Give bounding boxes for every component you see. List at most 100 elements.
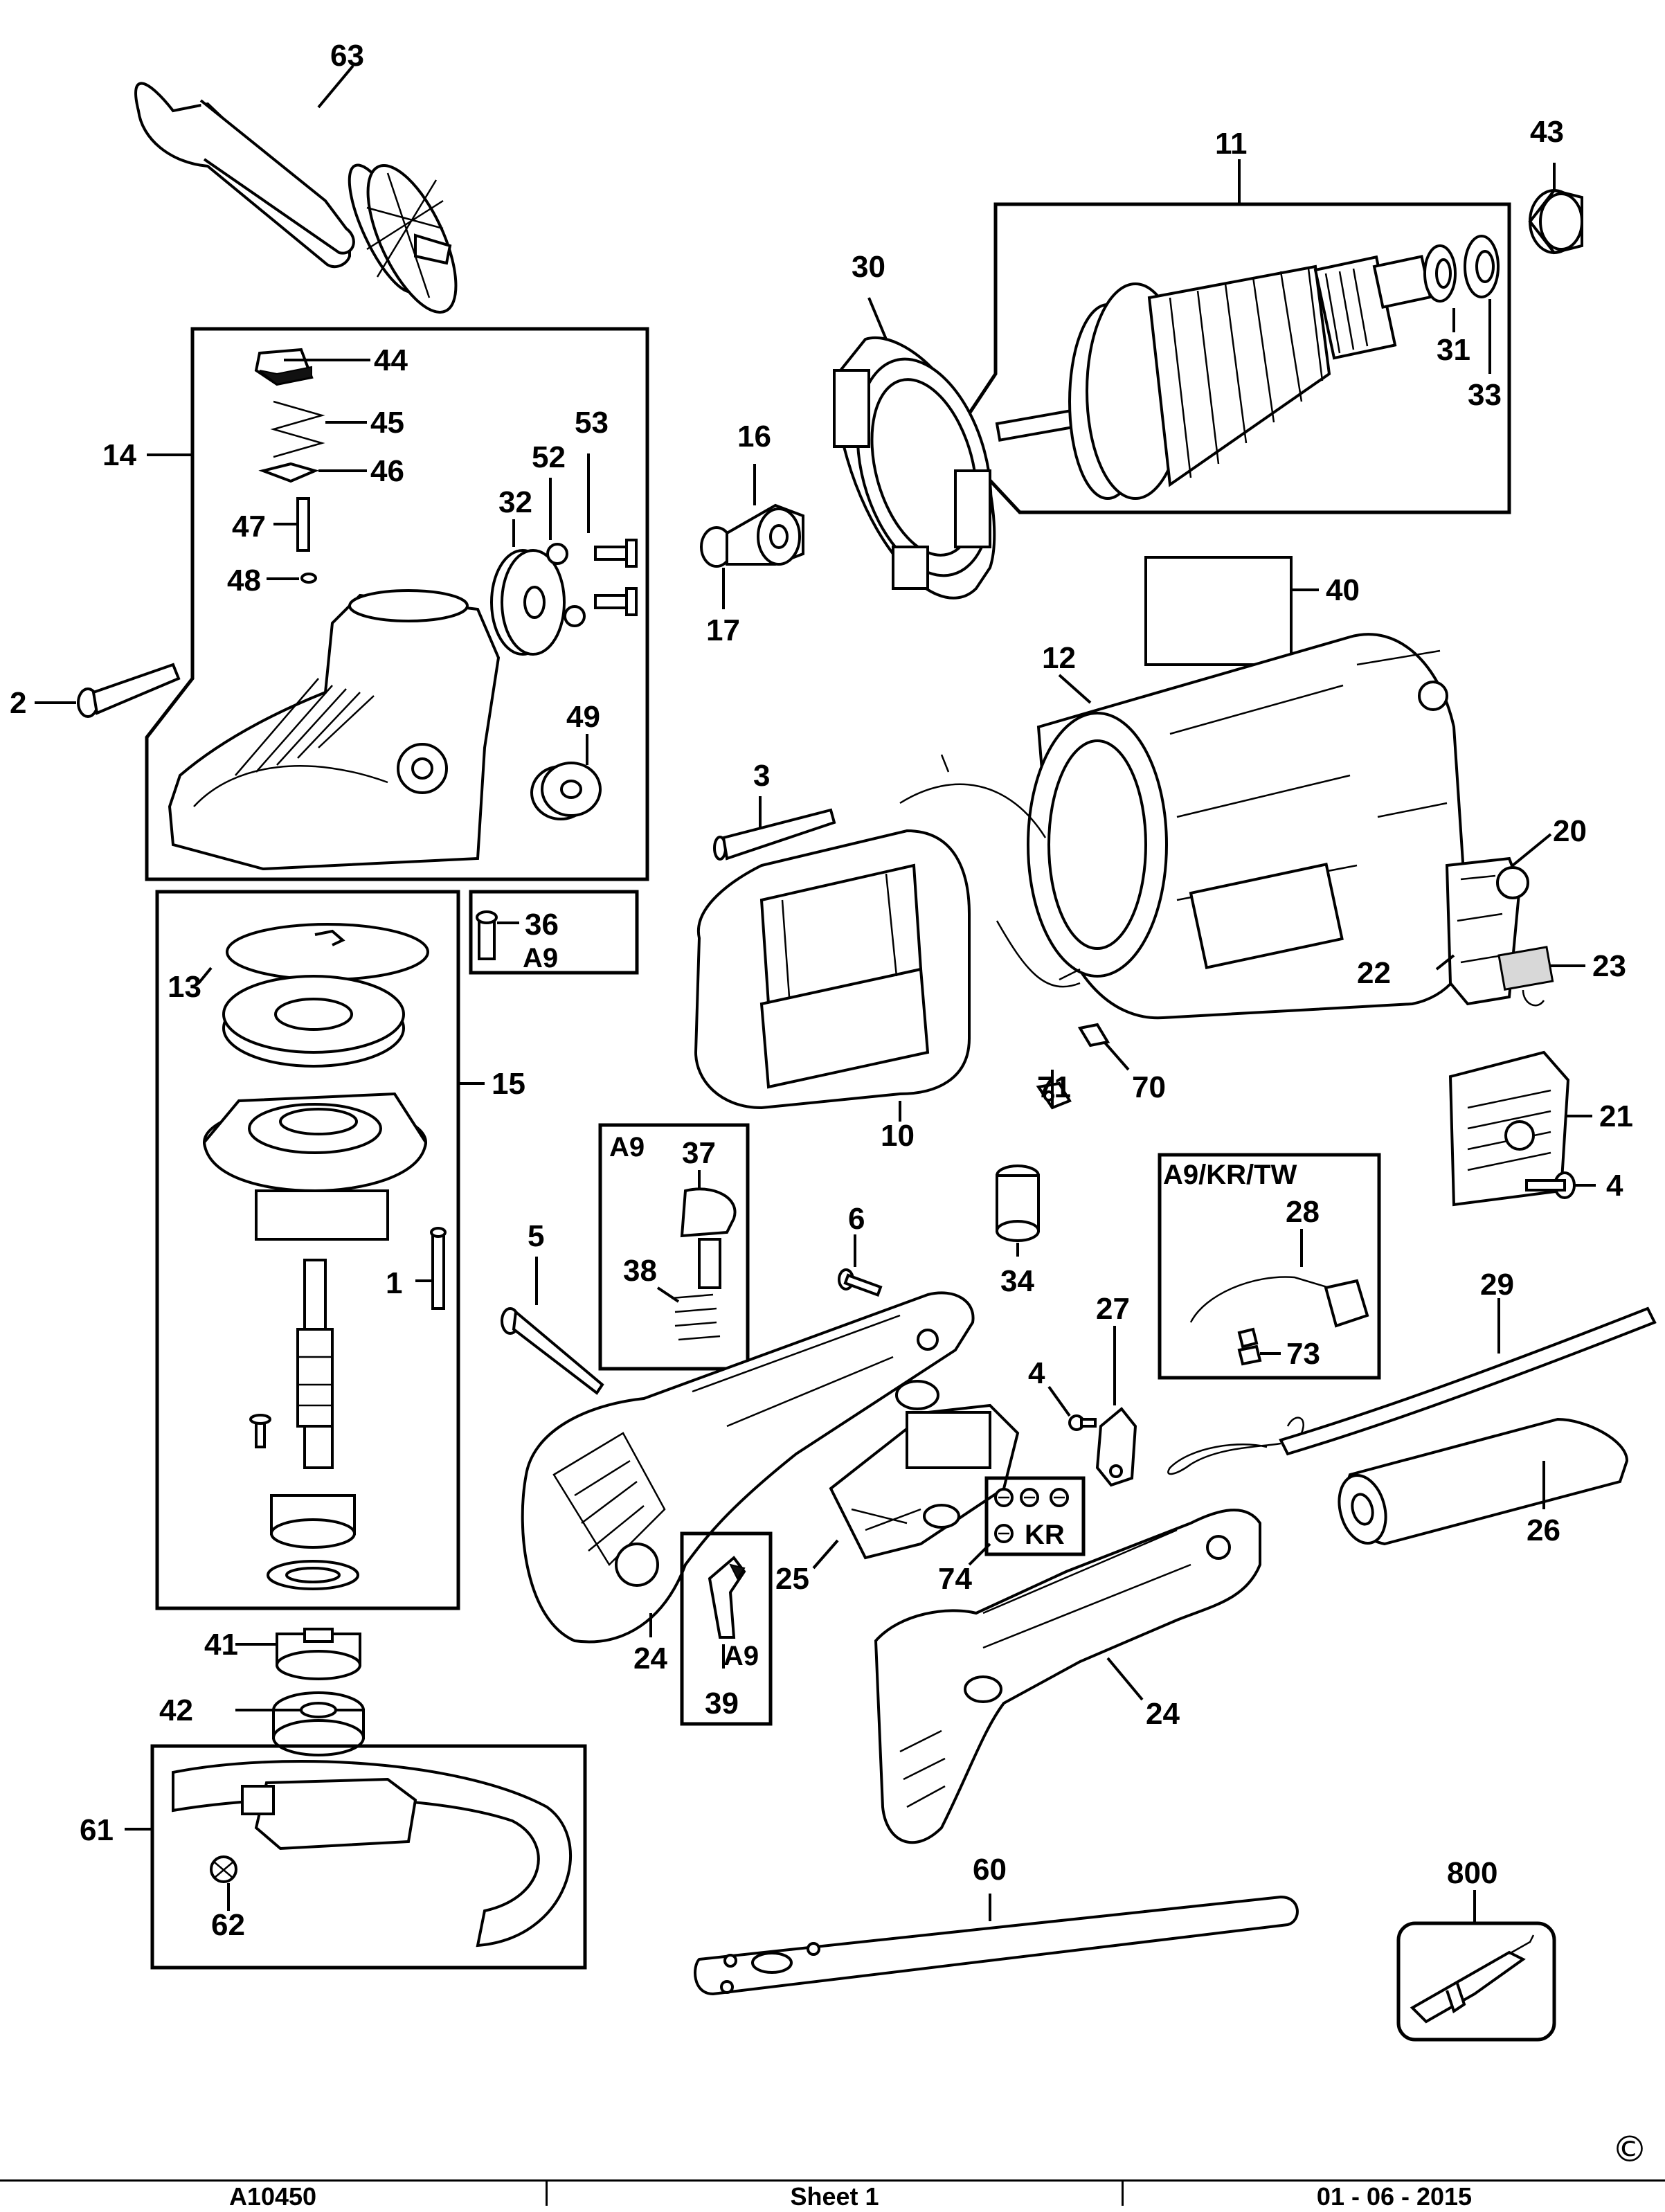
- part-label-28: 28: [1286, 1195, 1320, 1229]
- armature-group-box: [949, 202, 1511, 514]
- gear-case-group-box: [145, 327, 649, 881]
- part-label-49: 49: [566, 700, 600, 734]
- part-label-4-right: 4: [1606, 1169, 1623, 1203]
- collar-16-17-drawing: [700, 503, 804, 568]
- rod-3-drawing: [713, 808, 836, 861]
- guard-drawing: [172, 1760, 572, 1948]
- part-label-13: 13: [168, 970, 201, 1004]
- tag-a9-39: A9: [723, 1641, 759, 1671]
- part-label-40: 40: [1326, 573, 1360, 607]
- part-label-24-right: 24: [1146, 1697, 1180, 1731]
- field-stator-drawing: [694, 754, 1081, 1110]
- screw-6-drawing: [838, 1268, 883, 1297]
- part-label-32: 32: [498, 485, 532, 519]
- end-cap-drawing: [1448, 1050, 1570, 1207]
- bearing-43-drawing: [1528, 188, 1583, 255]
- part-label-62: 62: [211, 1908, 245, 1942]
- part-label-4-middle: 4: [1028, 1356, 1045, 1390]
- part-label-71: 71: [1037, 1070, 1071, 1104]
- part-label-45: 45: [370, 406, 404, 440]
- part-label-43: 43: [1530, 115, 1564, 149]
- footer-divider: [546, 2182, 548, 2206]
- part-label-3: 3: [753, 759, 770, 793]
- switch-25-drawing: [829, 1403, 1020, 1560]
- bearing-plate-drawing: [833, 336, 996, 600]
- a9-switch-box: [598, 1123, 750, 1371]
- tool-800-box: [1396, 1921, 1556, 2042]
- spindle-group-box: [155, 890, 460, 1610]
- part-label-42: 42: [159, 1693, 193, 1727]
- armature-drawing: [995, 235, 1500, 500]
- screw-4-right-drawing: [1525, 1171, 1576, 1199]
- part-label-37: 37: [682, 1136, 716, 1170]
- lever-39-drawing: [708, 1556, 746, 1639]
- part-label-33: 33: [1468, 378, 1502, 412]
- handle-half-right-drawing: [874, 1509, 1261, 1844]
- part-label-61: 61: [80, 1813, 114, 1847]
- kr-screws-drawing: [994, 1488, 1069, 1543]
- rod-5-drawing: [501, 1307, 604, 1395]
- part-label-11: 11: [1215, 127, 1248, 161]
- footer-sheet: Sheet 1: [790, 2182, 879, 2211]
- part-label-5: 5: [528, 1219, 544, 1253]
- part-label-70: 70: [1132, 1070, 1166, 1104]
- nut-41-drawing: [276, 1628, 361, 1680]
- tag-a9-37: A9: [609, 1132, 645, 1162]
- part-label-15: 15: [492, 1067, 525, 1101]
- footer-divider: [1122, 2182, 1124, 2206]
- part-label-24-left: 24: [633, 1642, 667, 1675]
- wire-28-73-drawing: [1189, 1276, 1369, 1366]
- part-label-44: 44: [374, 343, 408, 377]
- part-label-74: 74: [938, 1562, 972, 1596]
- screw-36-drawing: [476, 910, 498, 960]
- screw-4-middle-drawing: [1068, 1414, 1097, 1431]
- part-label-31: 31: [1437, 333, 1470, 367]
- spindle-drawing: [202, 923, 447, 1590]
- tag-a9-kr-tw: A9/KR/TW: [1163, 1160, 1297, 1190]
- part-label-63: 63: [330, 39, 364, 73]
- part-label-47: 47: [232, 510, 266, 543]
- a9-screw-36-box: [469, 890, 639, 975]
- part-label-26: 26: [1527, 1513, 1560, 1547]
- part-label-38: 38: [623, 1254, 657, 1288]
- label-40-drawing: [1144, 556, 1293, 666]
- handle-half-left-drawing: [521, 1291, 975, 1644]
- cord-protector-26-drawing: [1338, 1417, 1629, 1546]
- side-handle-drawing: [134, 82, 458, 314]
- part-label-53: 53: [575, 406, 609, 440]
- part-label-23: 23: [1592, 949, 1626, 983]
- footer-date: 01 - 06 - 2015: [1316, 2182, 1473, 2211]
- bearing-49-drawing: [530, 762, 602, 820]
- part-label-48: 48: [227, 564, 261, 597]
- a9-lever-39-box: [680, 1531, 773, 1726]
- switch-37-38-drawing: [671, 1187, 737, 1341]
- part-label-20: 20: [1553, 814, 1587, 848]
- part-label-10: 10: [881, 1119, 915, 1153]
- part-label-27: 27: [1096, 1292, 1130, 1326]
- tag-kr: KR: [1025, 1520, 1065, 1550]
- part-label-34: 34: [1000, 1264, 1034, 1298]
- part-label-25: 25: [775, 1562, 809, 1596]
- part-label-30: 30: [852, 250, 885, 284]
- sleeve-34-drawing: [996, 1165, 1040, 1242]
- part-label-29: 29: [1480, 1268, 1514, 1302]
- part-label-14: 14: [102, 438, 136, 472]
- footer-bar: A10450 Sheet 1 01 - 06 - 2015: [0, 2179, 1665, 2211]
- part-label-73: 73: [1286, 1337, 1320, 1371]
- clip-27-drawing: [1095, 1407, 1137, 1487]
- part-label-800: 800: [1447, 1856, 1497, 1890]
- part-label-41: 41: [204, 1628, 238, 1662]
- part-label-16: 16: [737, 420, 771, 453]
- brush-holder-drawing: [1445, 856, 1554, 1007]
- part-label-36: 36: [525, 908, 559, 942]
- guard-group-box: [150, 1744, 587, 1970]
- tool-800-drawing: [1410, 1934, 1535, 2024]
- kr-screws-box: [984, 1476, 1086, 1556]
- part-label-22: 22: [1357, 956, 1391, 990]
- part-label-2: 2: [10, 686, 26, 720]
- part-label-46: 46: [370, 454, 404, 488]
- footer-drawing-number: A10450: [228, 2182, 317, 2211]
- gear-case-drawing: [168, 348, 501, 871]
- part-label-21: 21: [1599, 1099, 1633, 1133]
